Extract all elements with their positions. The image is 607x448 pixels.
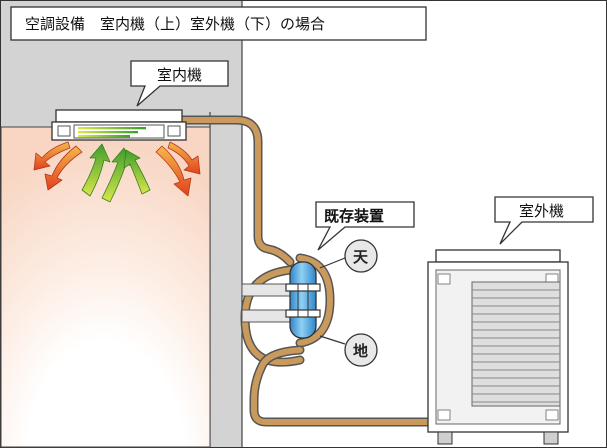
title-box: 空調設備 室内機（上）室外機（下）の場合: [10, 6, 427, 41]
outdoor-grille: [471, 281, 561, 407]
warm-air-arrow-left-upper: [33, 141, 71, 171]
airflow-arrows: [33, 141, 201, 203]
page-title: 空調設備 室内機（上）室外機（下）の場合: [25, 15, 325, 33]
intake-arrow-left: [81, 143, 111, 197]
indoor-unit-callout: 室内機: [130, 60, 229, 107]
top-marker: 天: [319, 239, 378, 273]
outdoor-unit: [427, 249, 569, 445]
outdoor-unit-label: 室外機: [519, 202, 564, 220]
existing-device: [285, 261, 321, 339]
outdoor-grille-slats: [472, 289, 560, 403]
indoor-unit-label: 室内機: [157, 66, 202, 84]
intake-arrow-right: [123, 149, 151, 195]
bottom-marker: 地: [319, 333, 378, 367]
refrigerant-pipes: [175, 115, 435, 427]
room-interior: [0, 126, 211, 448]
top-label: 天: [353, 248, 369, 266]
warm-air-arrow-right-lower: [155, 145, 192, 197]
wall-pipe-stubs: [241, 283, 293, 323]
bottom-label: 地: [353, 342, 368, 360]
warm-air-arrow-left-lower: [44, 145, 83, 191]
indoor-unit: [51, 109, 187, 141]
outdoor-unit-callout: 室外機: [494, 196, 594, 245]
existing-device-label: 既存装置: [324, 207, 384, 225]
warm-air-arrow-right-upper: [167, 141, 201, 175]
existing-device-callout: 既存装置: [315, 201, 415, 251]
